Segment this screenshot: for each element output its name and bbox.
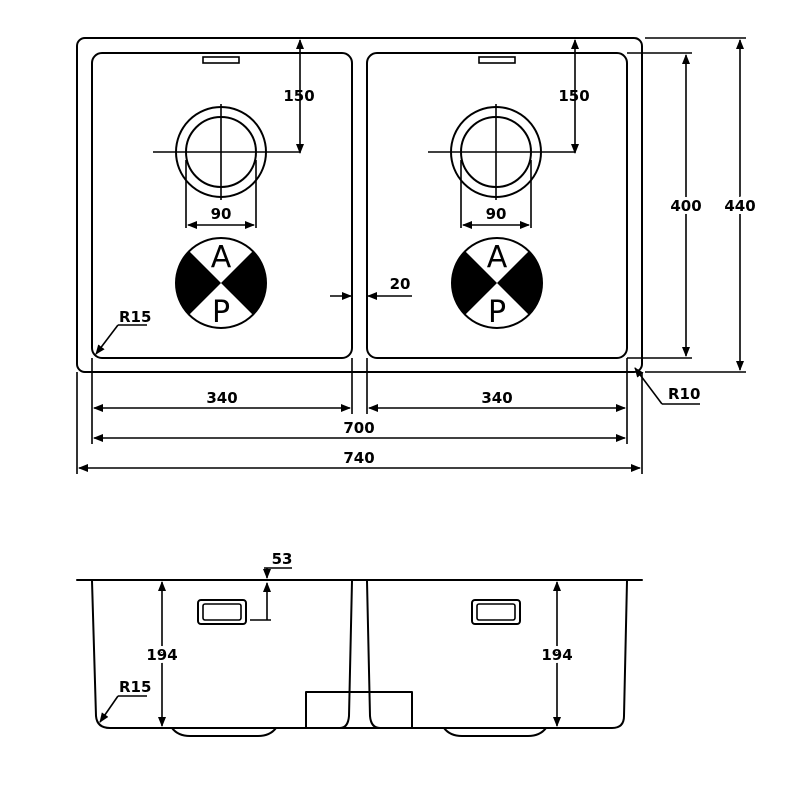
left-bowl-width-label: 340: [206, 389, 237, 407]
sink-outer-outline: [76, 37, 643, 373]
inner-width-label: 700: [343, 419, 374, 437]
overflow-height-label: 53: [272, 550, 293, 568]
right-drain-diameter-label: 90: [486, 205, 507, 223]
bottom-radius-label: R15: [119, 678, 151, 696]
bowl-depth-label: 400: [670, 197, 701, 215]
divider-width-label: 20: [390, 275, 411, 293]
left-drain-offset-label: 150: [283, 87, 314, 105]
bowl-radius-arrow: [95, 324, 119, 355]
left-bowl-profile: [91, 580, 353, 729]
right-drain-bulge: [443, 727, 547, 737]
bottom-radius-arrow: [99, 695, 119, 723]
right-bowl-height-label: 194: [541, 646, 572, 664]
left-ap-top-letter: A: [211, 240, 232, 275]
outer-radius-arrow: [634, 367, 663, 405]
left-overflow-slot: [202, 56, 240, 64]
bowl-radius-label: R15: [119, 308, 151, 326]
right-drain: [428, 104, 575, 228]
left-drain-bulge: [171, 727, 277, 737]
side-view: 53 194 194 R15: [76, 550, 643, 737]
right-bowl-profile: [366, 580, 628, 729]
overall-width-label: 740: [343, 449, 374, 467]
side-right-overflow: [471, 599, 521, 625]
right-bowl-outline: [366, 52, 628, 359]
left-bowl-outline: [91, 52, 353, 359]
left-ap-bottom-letter: P: [212, 295, 230, 330]
right-overflow-slot: [478, 56, 516, 64]
right-bowl-width-label: 340: [481, 389, 512, 407]
outer-radius-label: R10: [668, 385, 700, 403]
right-ap-symbol: A P: [451, 237, 543, 330]
side-left-overflow: [197, 599, 247, 625]
right-ap-top-letter: A: [487, 240, 508, 275]
left-drain-diameter-label: 90: [211, 205, 232, 223]
right-ap-bottom-letter: P: [488, 295, 506, 330]
left-bowl-height-label: 194: [146, 646, 177, 664]
left-ap-symbol: A P: [175, 237, 267, 330]
divider-base-block: [305, 691, 413, 729]
overall-depth-label: 440: [724, 197, 755, 215]
top-view: 90 90 150 150 A P A P 20 R15: [76, 37, 759, 474]
right-drain-offset-label: 150: [558, 87, 589, 105]
left-drain: [153, 104, 300, 228]
